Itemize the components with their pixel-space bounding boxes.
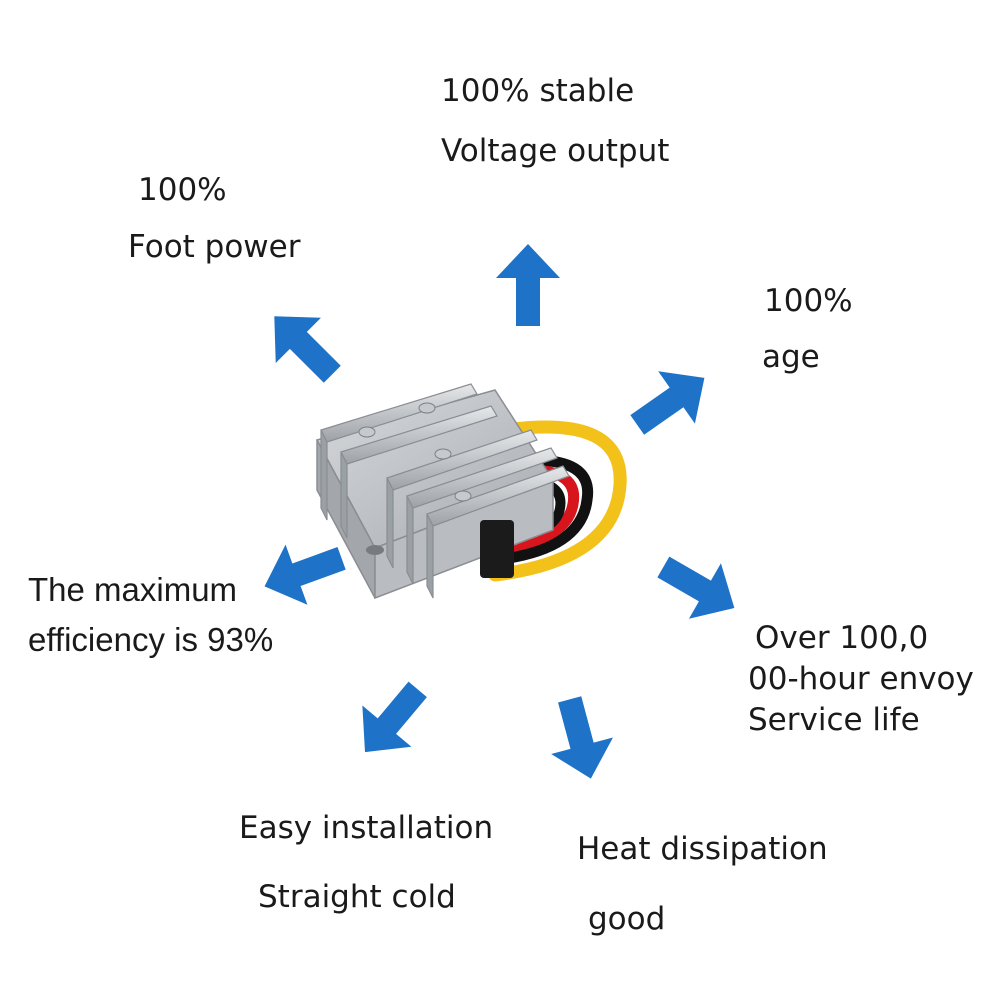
arrow-left-icon (264, 544, 346, 605)
dc-dc-converter-image (315, 383, 627, 600)
arrow-down-icon (551, 696, 613, 779)
feature-right-line1: Over 100,0 (755, 620, 929, 656)
arrow-right-down-icon (657, 556, 735, 619)
arrow-up-icon (496, 244, 560, 326)
feature-top-line2: Voltage output (441, 133, 670, 169)
feature-bottom-right-line2: good (588, 901, 666, 937)
feature-bottom-right-line1: Heat dissipation (577, 831, 828, 867)
feature-upper-left-line2: Foot power (128, 229, 301, 265)
feature-upper-right-line1: 100% (764, 283, 853, 319)
feature-left-line1: The maximum (28, 571, 238, 608)
feature-right-line2: 00-hour envoy (748, 661, 974, 697)
arrow-down-left-icon (362, 681, 427, 753)
feature-upper-right-line2: age (762, 339, 820, 375)
arrow-up-right-icon (630, 371, 705, 435)
feature-top-line1: 100% stable (441, 73, 635, 109)
feature-bottom-left-line1: Easy installation (239, 810, 494, 846)
feature-bottom-left-line2: Straight cold (258, 879, 456, 915)
arrow-up-left-icon (274, 316, 341, 383)
feature-left-line2: efficiency is 93% (28, 621, 274, 658)
feature-right-line3: Service life (748, 702, 920, 738)
feature-upper-left-line1: 100% (138, 172, 227, 208)
